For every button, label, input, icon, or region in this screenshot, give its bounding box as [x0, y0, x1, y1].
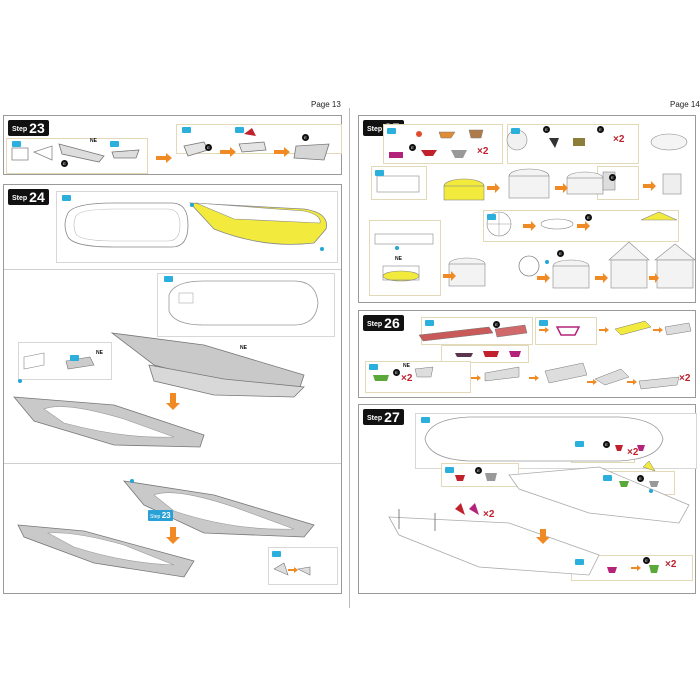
- step-25-panel: Step 25: [358, 115, 696, 303]
- sticker-icon: [575, 559, 584, 565]
- e-mark: E: [493, 321, 500, 328]
- quantity-x2: ×2: [679, 373, 691, 384]
- sticker-icon: [375, 170, 384, 176]
- ref-step-word: Step: [150, 514, 161, 520]
- attach-point: [395, 246, 399, 250]
- e-mark: E: [637, 475, 644, 482]
- attach-point: [545, 260, 549, 264]
- quantity-x2: ×2: [483, 509, 495, 520]
- step-27-panel: Step 27: [358, 404, 697, 594]
- e-mark: E: [609, 174, 616, 181]
- step-25-group-e: [483, 210, 679, 242]
- quantity-x2: ×2: [613, 134, 625, 145]
- quantity-x2: ×2: [401, 373, 413, 384]
- step-27-badge: Step 27: [363, 409, 404, 425]
- step-word: Step: [367, 415, 383, 422]
- ne-mark: NE: [240, 345, 247, 351]
- sticker-icon: [575, 441, 584, 447]
- step-24-group-c: [18, 342, 112, 380]
- attach-point: [649, 489, 653, 493]
- step-27-diagram: [388, 416, 690, 576]
- sticker-icon: [511, 128, 520, 134]
- step-24-panel: Step 24: [3, 184, 342, 594]
- step-25-group-f: [369, 220, 441, 296]
- e-mark: E: [302, 134, 309, 141]
- e-mark: E: [61, 160, 68, 167]
- e-mark: E: [393, 369, 400, 376]
- sticker-icon: [369, 364, 378, 370]
- step-23-diagram: [11, 128, 330, 163]
- step-word: Step: [367, 126, 383, 133]
- step-number: 24: [29, 189, 45, 205]
- quantity-x2: ×2: [477, 146, 489, 157]
- sticker-icon: [487, 214, 496, 220]
- sticker-icon: [182, 127, 191, 133]
- attach-point: [18, 379, 22, 383]
- ne-mark: NE: [96, 350, 103, 356]
- step-26-badge: Step 26: [363, 315, 404, 331]
- sticker-icon: [425, 320, 434, 326]
- sticker-icon: [235, 127, 244, 133]
- ne-mark: NE: [403, 363, 410, 369]
- sticker-icon: [70, 355, 79, 361]
- page-14: Page 14 Step 25: [350, 0, 700, 700]
- page-13: Page 13 Step 23 NE E E E: [3, 100, 342, 594]
- e-mark: E: [557, 250, 564, 257]
- e-mark: E: [409, 144, 416, 151]
- section-divider: [4, 269, 341, 270]
- quantity-x2: ×2: [665, 559, 677, 570]
- e-mark: E: [643, 557, 650, 564]
- attach-point: [130, 479, 134, 483]
- step-number: 27: [384, 409, 400, 425]
- attach-point: [190, 203, 194, 207]
- ne-mark: NE: [90, 138, 97, 144]
- e-mark: E: [205, 144, 212, 151]
- attach-point: [320, 247, 324, 251]
- book-spine: [349, 108, 350, 608]
- sticker-icon: [539, 320, 548, 326]
- sticker-icon: [110, 141, 119, 147]
- e-mark: E: [543, 126, 550, 133]
- section-divider: [4, 463, 341, 464]
- e-mark: E: [597, 126, 604, 133]
- step-word: Step: [12, 195, 28, 202]
- step-23-panel: Step 23 NE E E E: [3, 115, 342, 175]
- e-mark: E: [475, 467, 482, 474]
- step-24-diagram: [13, 202, 327, 578]
- quantity-x2: ×2: [627, 447, 639, 458]
- sticker-icon: [421, 417, 430, 423]
- ref-step-number: 23: [161, 511, 171, 520]
- step-number: 26: [384, 315, 400, 331]
- e-mark: E: [585, 214, 592, 221]
- page-number: Page 13: [311, 100, 341, 109]
- sticker-icon: [164, 276, 173, 282]
- sticker-icon: [12, 141, 21, 147]
- step-23-reference-tag: Step 23: [148, 510, 173, 521]
- ne-mark: NE: [395, 256, 402, 262]
- step-26-diagram: [373, 320, 692, 390]
- sticker-icon: [272, 551, 281, 557]
- sticker-icon: [62, 195, 71, 201]
- step-23-badge: Step 23: [8, 120, 49, 136]
- step-number: 23: [29, 120, 45, 136]
- page-number: Page 14: [670, 100, 700, 109]
- step-word: Step: [367, 321, 383, 328]
- e-mark: E: [603, 441, 610, 448]
- sticker-icon: [387, 128, 396, 134]
- sticker-icon: [603, 475, 612, 481]
- step-25-diagram: [374, 129, 696, 289]
- step-26-panel: Step 26: [358, 310, 696, 398]
- sticker-icon: [445, 467, 454, 473]
- step-24-badge: Step 24: [8, 189, 49, 205]
- step-word: Step: [12, 126, 28, 133]
